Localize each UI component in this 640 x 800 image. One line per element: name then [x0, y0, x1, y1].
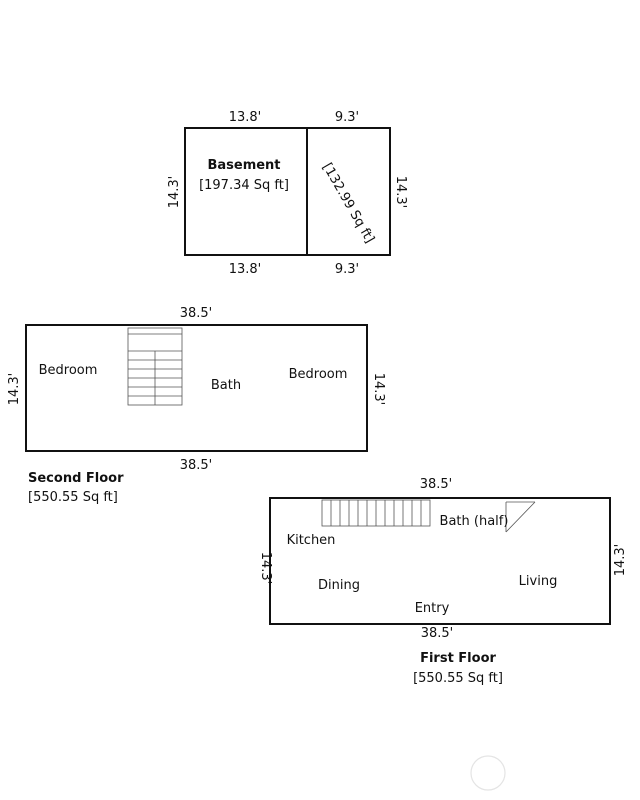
room-label-kitchen: Kitchen — [287, 533, 336, 548]
basement-dim-bottom-left: 13.8' — [229, 262, 262, 277]
second-floor-area: [550.55 Sq ft] — [28, 490, 118, 505]
second-floor-dim-bottom: 38.5' — [180, 458, 213, 473]
watermark-circle-icon — [470, 755, 506, 791]
basement-dim-top-left: 13.8' — [229, 110, 262, 125]
basement-dim-top-right: 9.3' — [335, 110, 359, 125]
basement-dim-bottom-right: 9.3' — [335, 262, 359, 277]
basement-area-rotated: [132.99 Sq ft] — [319, 161, 377, 246]
second-floor-stairs — [127, 327, 183, 406]
first-floor-title: First Floor — [420, 651, 496, 666]
basement-area: [197.34 Sq ft] — [199, 178, 289, 193]
room-label-bath: Bath — [211, 378, 241, 393]
basement-title: Basement — [207, 158, 280, 173]
room-label-bedroom-west: Bedroom — [39, 363, 98, 378]
basement-dim-right: 14.3' — [393, 176, 408, 209]
room-label-living: Living — [519, 574, 558, 589]
basement-plan: 13.8' 9.3' 13.8' 9.3' 14.3' 14.3' Baseme… — [167, 110, 408, 277]
first-floor-outline — [269, 497, 611, 625]
room-label-dining: Dining — [318, 578, 360, 593]
first-floor-stairs — [321, 499, 431, 527]
first-floor-dim-bottom: 38.5' — [421, 626, 454, 641]
room-label-bedroom-east: Bedroom — [289, 367, 348, 382]
first-floor-area: [550.55 Sq ft] — [413, 671, 503, 686]
second-floor-title: Second Floor — [28, 471, 124, 486]
second-floor-outline — [25, 324, 368, 452]
second-floor-plan: 38.5' 38.5' 14.3' 14.3' Bedroom Bath Bed… — [7, 306, 386, 505]
first-floor-dim-left: 14.3' — [258, 552, 273, 585]
second-floor-dim-top: 38.5' — [180, 306, 213, 321]
basement-dim-left: 14.3' — [167, 176, 182, 209]
door-swing-icon — [505, 501, 536, 533]
second-floor-dim-right: 14.3' — [371, 373, 386, 406]
room-label-entry: Entry — [415, 601, 450, 616]
room-label-half-bath: Bath (half) — [440, 514, 509, 529]
first-floor-dim-top: 38.5' — [420, 477, 453, 492]
second-floor-dim-left: 14.3' — [7, 373, 22, 406]
first-floor-plan: 38.5' 38.5' 14.3' 14.3' Bath (half) Kitc… — [258, 477, 628, 686]
first-floor-dim-right: 14.3' — [613, 544, 628, 577]
basement-outline — [184, 127, 391, 256]
